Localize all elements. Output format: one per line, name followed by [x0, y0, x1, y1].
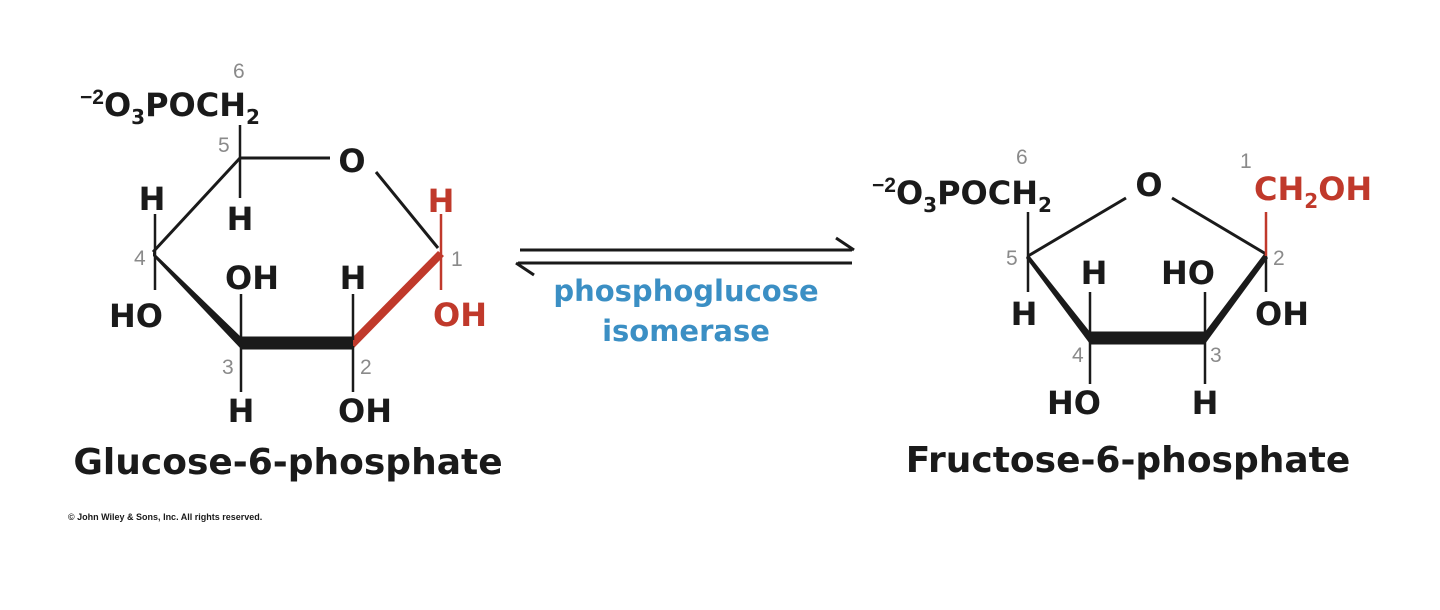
fructose-name: Fructose-6-phosphate	[906, 440, 1351, 481]
fructose-c3-h: H	[1192, 384, 1219, 422]
fructose-locant-2: 2	[1273, 247, 1285, 270]
fructose-phosphate-label: −2O3POCH2	[872, 174, 1052, 217]
fructose-c1-ch2oh: CH2OH	[1254, 170, 1372, 213]
glucose-c3-h: H	[228, 392, 255, 430]
glucose-6-phosphate-structure: −2O3POCH2 O H OH H H HO OH H H OH 6 5 4 …	[73, 60, 502, 483]
fructose-c3-ho: HO	[1161, 254, 1215, 292]
glucose-locant-5: 5	[218, 134, 230, 157]
glucose-name: Glucose-6-phosphate	[73, 442, 502, 483]
glucose-c4-ho: HO	[109, 297, 163, 335]
bond-o-c1	[374, 171, 440, 249]
fructose-c4-h: H	[1081, 254, 1108, 292]
glucose-c2-h: H	[340, 259, 367, 297]
forward-arrow-head	[835, 236, 855, 252]
glucose-locant-3: 3	[222, 356, 234, 379]
fructose-locant-6: 6	[1016, 146, 1028, 169]
fructose-6-phosphate-structure: −2O3POCH2 CH2OH O OH H H HO HO H 6 5 4 3…	[872, 146, 1372, 481]
reverse-arrow-head	[515, 261, 535, 277]
enzyme-label-line1: phosphoglucose	[553, 274, 818, 308]
fructose-c5-h: H	[1011, 295, 1038, 333]
glucose-c4-h: H	[139, 180, 166, 218]
fructose-locant-1: 1	[1240, 150, 1252, 173]
glucose-c1-oh: OH	[433, 296, 487, 334]
glucose-phosphate-label: −2O3POCH2	[80, 86, 260, 129]
wedge-c3-c2	[1205, 254, 1268, 344]
glucose-c1-h: H	[428, 182, 455, 220]
bond-c5-o	[1027, 196, 1127, 258]
enzyme-label-line2: isomerase	[602, 314, 770, 348]
glucose-locant-4: 4	[134, 247, 146, 270]
fructose-c4-ho: HO	[1047, 384, 1101, 422]
glucose-c3-oh: OH	[225, 259, 279, 297]
glucose-locant-1: 1	[451, 248, 463, 271]
equilibrium-arrows	[515, 236, 855, 277]
glucose-c5-h: H	[227, 200, 254, 238]
fructose-c2-oh: OH	[1255, 295, 1309, 333]
copyright-notice: © John Wiley & Sons, Inc. All rights res…	[68, 512, 262, 522]
fructose-locant-5: 5	[1006, 247, 1018, 270]
glucose-c2-oh: OH	[338, 392, 392, 430]
bond-c5-c4	[151, 156, 242, 254]
glucose-locant-2: 2	[360, 356, 372, 379]
glucose-ring-oxygen: O	[338, 142, 365, 180]
fructose-ring-oxygen: O	[1135, 166, 1162, 204]
glucose-locant-6: 6	[233, 60, 245, 83]
wedge-c4-c3	[153, 252, 241, 349]
wedge-c5-c4	[1026, 254, 1090, 344]
fructose-locant-4: 4	[1072, 344, 1084, 367]
fructose-locant-3: 3	[1210, 344, 1222, 367]
bond-o-c2	[1171, 196, 1267, 256]
wedge-c2-c1	[353, 251, 444, 349]
